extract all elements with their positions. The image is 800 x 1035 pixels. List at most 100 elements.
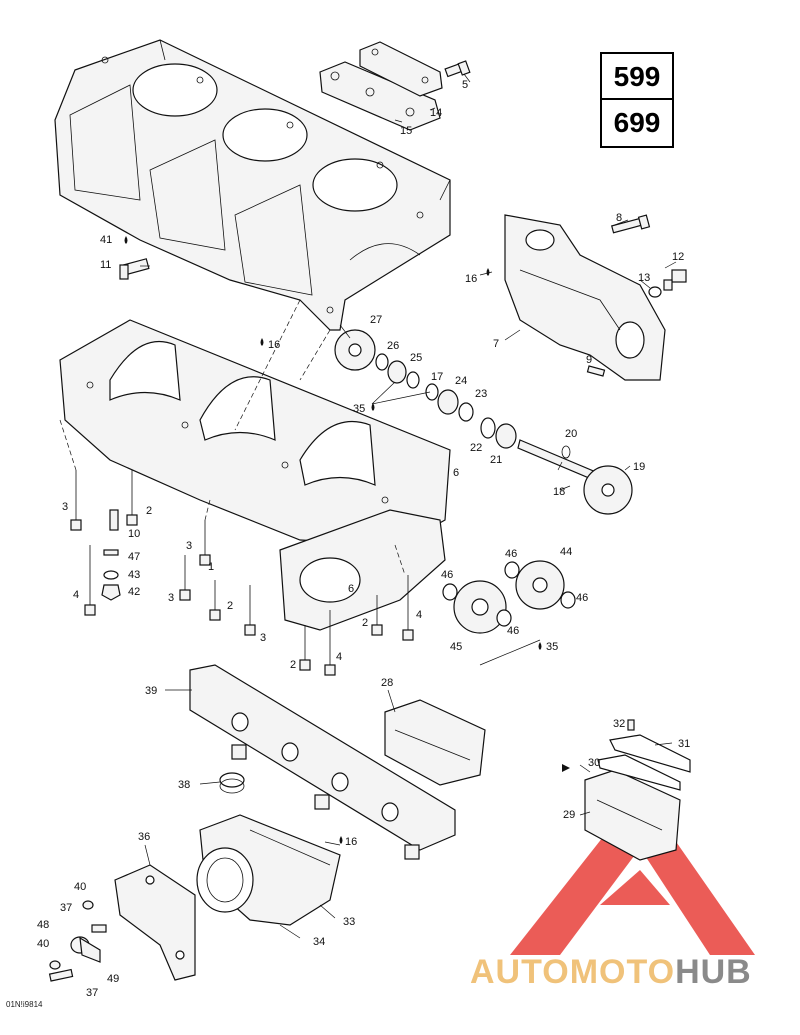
callout-6b: 6 (348, 583, 354, 595)
ring-38 (219, 772, 245, 794)
callout-49: 49 (107, 973, 119, 985)
watermark-text: AUTOMOTOHUB (470, 953, 752, 992)
cover-gasket (319, 41, 443, 131)
gear-27 (334, 329, 376, 371)
callout-40a: 40 (74, 881, 86, 893)
callout-3d: 3 (260, 632, 266, 644)
callout-39: 39 (145, 685, 157, 697)
callout-29: 29 (563, 809, 575, 821)
pointer-triangle (562, 764, 570, 772)
pin-9 (586, 365, 606, 377)
callout-15: 15 (400, 125, 412, 137)
bearing-stack (375, 353, 517, 449)
callout-2d: 2 (290, 659, 296, 671)
gear-19 (583, 465, 633, 515)
callout-34: 34 (313, 936, 325, 948)
callout-45: 45 (450, 641, 462, 653)
callout-13: 13 (638, 272, 650, 284)
end-cover-7 (504, 214, 666, 381)
callout-46a: 46 (441, 569, 453, 581)
callout-2c: 2 (362, 617, 368, 629)
carb-adaptor-34 (196, 814, 341, 926)
callout-22: 22 (470, 442, 482, 454)
callout-12: 12 (672, 251, 684, 263)
washer-13 (648, 286, 662, 298)
watermark-text-part1: AUTOMOTO (470, 953, 676, 991)
callout-26: 26 (387, 340, 399, 352)
lower-crankcase (59, 319, 451, 546)
callout-11: 11 (100, 259, 111, 271)
callout-28: 28 (381, 677, 393, 689)
callout-33: 33 (343, 916, 355, 928)
callout-25: 25 (410, 352, 422, 364)
callout-9: 9 (586, 354, 592, 366)
callout-48: 48 (37, 919, 49, 931)
callout-37a: 37 (60, 902, 72, 914)
callout-3c: 3 (168, 592, 174, 604)
callout-2a: 2 (146, 505, 152, 517)
callout-38: 38 (178, 779, 190, 791)
callout-44: 44 (560, 546, 572, 558)
callout-46c: 46 (576, 592, 588, 604)
callout-10: 10 (128, 528, 140, 540)
fitting-11 (119, 258, 150, 280)
callout-30: 30 (588, 757, 600, 769)
callout-4b: 4 (416, 609, 422, 621)
callout-46b: 46 (505, 548, 517, 560)
callout-35b: 35 (546, 641, 558, 653)
sealant-markers (124, 236, 542, 844)
callout-4a: 4 (73, 589, 79, 601)
clamp-hardware (48, 900, 107, 982)
callout-3b: 3 (186, 540, 192, 552)
callout-18: 18 (553, 486, 565, 498)
reed-valve-29 (584, 734, 691, 861)
leader-lines (140, 73, 677, 939)
bracket-36 (114, 864, 196, 981)
callout-4c: 4 (336, 651, 342, 663)
gear-44 (515, 560, 565, 610)
callout-42: 42 (128, 586, 140, 598)
callout-31: 31 (678, 738, 690, 750)
callout-1: 1 (208, 561, 214, 573)
callout-16c: 16 (345, 836, 357, 848)
callout-5: 5 (462, 79, 468, 91)
callout-17: 17 (431, 371, 443, 383)
callout-47: 47 (128, 551, 140, 563)
callout-37b: 37 (86, 987, 98, 999)
bolt-set (70, 470, 414, 676)
callout-35a: 35 (353, 403, 365, 415)
callout-24: 24 (455, 375, 467, 387)
callout-20: 20 (565, 428, 577, 440)
reed-valve-28 (384, 699, 486, 786)
callout-19: 19 (633, 461, 645, 473)
callout-23: 23 (475, 388, 487, 400)
callout-7: 7 (493, 338, 499, 350)
callout-21: 21 (490, 454, 502, 466)
callout-16b: 16 (268, 339, 280, 351)
bolt-5 (444, 60, 471, 78)
bolt-12 (663, 269, 687, 291)
intake-manifold-39 (189, 664, 456, 860)
callout-40b: 40 (37, 938, 49, 950)
callout-36: 36 (138, 831, 150, 843)
callout-2b: 2 (227, 600, 233, 612)
callout-41: 41 (100, 234, 112, 246)
callout-6a: 6 (453, 467, 459, 479)
watermark-text-part2: HUB (675, 953, 752, 991)
callout-14: 14 (430, 107, 442, 119)
callout-27: 27 (370, 314, 382, 326)
clip-20 (561, 445, 571, 459)
callout-43: 43 (128, 569, 140, 581)
model-code-699: 699 (600, 98, 674, 148)
gear-45 (453, 580, 507, 634)
callout-46d: 46 (507, 625, 519, 637)
model-code-599: 599 (600, 52, 674, 102)
watermark-logo (510, 790, 755, 955)
upper-crankcase (54, 39, 451, 331)
magneto-housing-6 (279, 509, 446, 631)
callout-32: 32 (613, 718, 625, 730)
callout-16a: 16 (465, 273, 477, 285)
callout-3a: 3 (62, 501, 68, 513)
callout-8: 8 (616, 212, 622, 224)
